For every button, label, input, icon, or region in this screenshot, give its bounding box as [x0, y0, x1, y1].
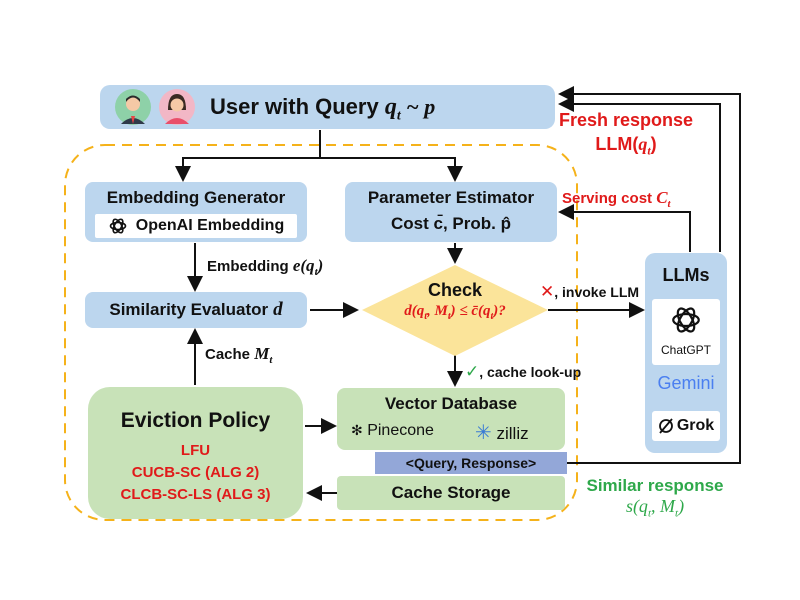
- chatgpt-card: ChatGPT: [652, 299, 720, 365]
- parameter-estimator-params: Cost c̄, Prob. p̂: [391, 214, 511, 233]
- query-response-bar: <Query, Response>: [375, 452, 567, 474]
- embedding-generator-box: Embedding Generator OpenAI Embedding: [85, 182, 307, 242]
- grok-card: Grok: [652, 411, 720, 441]
- invoke-llm-label: ✕, invoke LLM: [540, 282, 640, 301]
- gemini-label: Gemini: [657, 373, 715, 393]
- llms-panel: LLMs ChatGPT Gemini Grok: [645, 253, 727, 453]
- user-query-label: User with Query qt ~ p: [210, 94, 436, 124]
- eviction-policy-title: Eviction Policy: [120, 409, 271, 432]
- eviction-policy-lfu: LFU: [180, 442, 211, 459]
- cache-storage-box: Cache Storage: [337, 476, 565, 510]
- vector-database-title: Vector Database: [384, 394, 518, 413]
- eviction-policy-clcb: CLCB-SC-LS (ALG 3): [120, 486, 271, 503]
- embedding-generator-title: Embedding Generator: [106, 188, 286, 207]
- cache-lookup-label: ✓, cache look-up: [465, 362, 582, 381]
- similarity-evaluator-box: Similarity Evaluator d: [85, 292, 307, 328]
- check-condition: d(qt, Mt) ≤ c̄(qt)?: [404, 303, 506, 322]
- zilliz-logo: ✳ zilliz: [475, 422, 529, 444]
- pinecone-icon: ✻: [351, 422, 363, 438]
- arrow-llms-to-estimator: [558, 204, 691, 252]
- grok-logo-icon: [658, 418, 673, 434]
- fresh-response-label: Fresh response LLM(qt): [558, 110, 694, 158]
- parameter-estimator-box: Parameter Estimator Cost c̄, Prob. p̂: [345, 182, 557, 242]
- eviction-policy-box: Eviction Policy LFU CUCB-SC (ALG 2) CLCB…: [88, 387, 303, 519]
- pinecone-logo: ✻ Pinecone: [351, 422, 434, 439]
- chatgpt-label: ChatGPT: [660, 343, 711, 357]
- user-avatar-male-icon: [114, 88, 152, 126]
- arrow-user-to-estimator: [320, 157, 463, 182]
- check-diamond: [362, 265, 548, 356]
- embedding-edge-label: Embedding e(qt): [207, 256, 324, 278]
- openai-embedding-chip: OpenAI Embedding: [95, 214, 297, 238]
- llms-title: LLMs: [662, 265, 710, 285]
- arrow-similar-to-user: [558, 86, 741, 464]
- arrow-llms-to-user: [558, 96, 721, 252]
- check-title: Check: [427, 280, 483, 300]
- chatgpt-logo-icon: [672, 307, 700, 333]
- similar-response-label: Similar response s(qt, Mt): [586, 476, 724, 520]
- serving-cost-label: Serving cost Ct: [562, 188, 671, 210]
- user-box: User with Query qt ~ p: [100, 85, 555, 129]
- vector-database-box: Vector Database ✻ Pinecone ✳ zilliz: [337, 388, 565, 450]
- openai-logo-icon: [109, 218, 127, 234]
- user-avatar-female-icon: [158, 88, 196, 126]
- zilliz-star-icon: ✳: [475, 422, 492, 444]
- eviction-policy-cucb: CUCB-SC (ALG 2): [131, 464, 260, 481]
- parameter-estimator-title: Parameter Estimator: [367, 188, 535, 207]
- arrow-user-to-embedding: [175, 130, 321, 182]
- cache-edge-label: Cache Mt: [205, 344, 273, 366]
